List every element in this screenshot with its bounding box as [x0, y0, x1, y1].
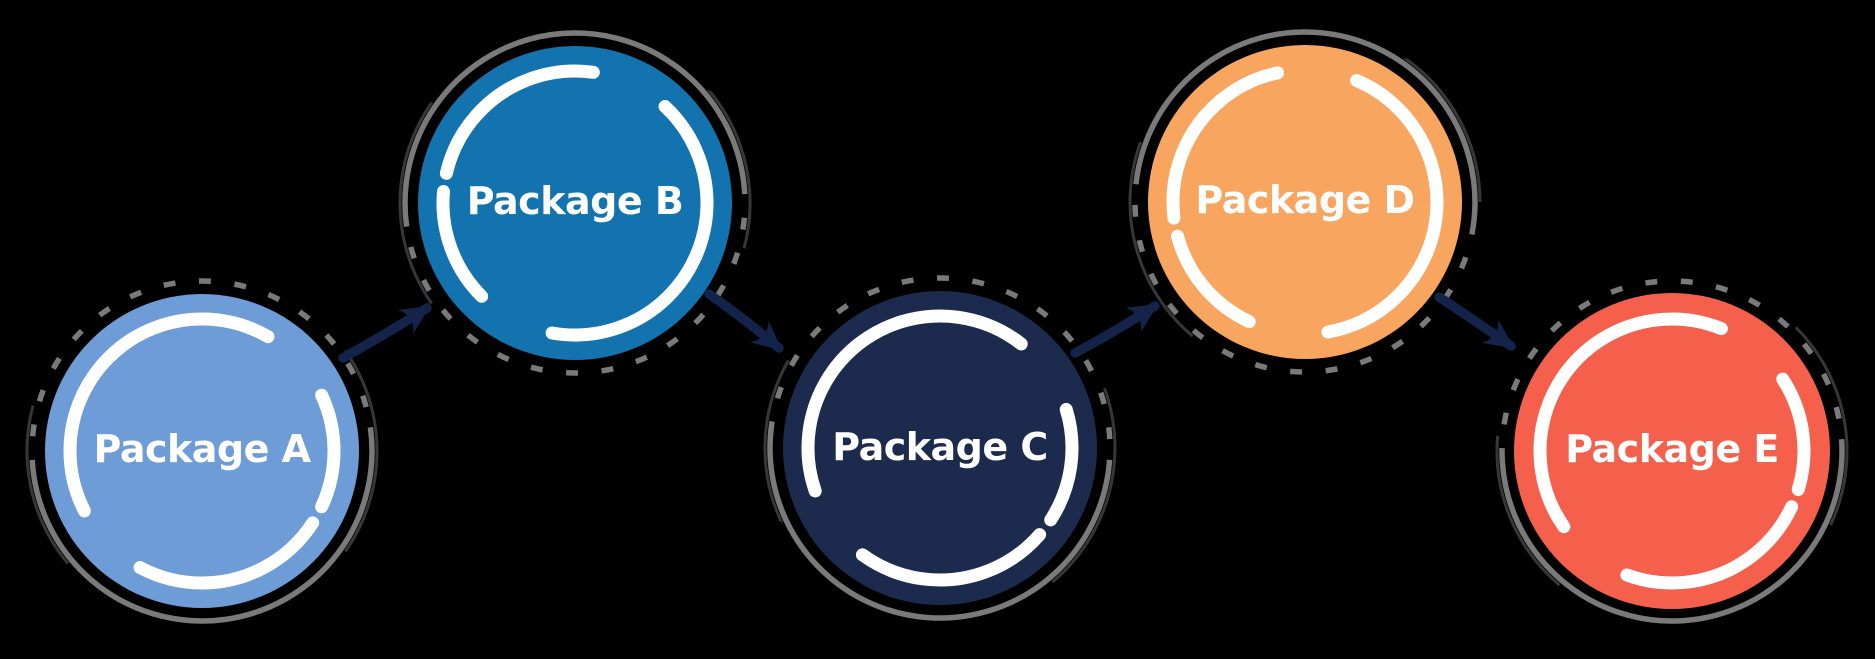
- inner-arc: [436, 64, 714, 342]
- sketch-ring: [1132, 29, 1478, 375]
- node-circle: [1514, 293, 1830, 609]
- inner-arc: [63, 312, 341, 590]
- sketch-ring: [402, 30, 748, 376]
- sketch-ring: [29, 278, 375, 624]
- node-circle: [783, 291, 1097, 605]
- node-package-b: Package B: [398, 26, 752, 380]
- inner-arc: [1166, 63, 1444, 341]
- node-label: Package D: [1195, 178, 1414, 222]
- node-package-e: Package E: [1495, 274, 1849, 628]
- arrow-d-to-e: [1434, 292, 1516, 351]
- sketch-ring: [767, 275, 1113, 621]
- node-circle: [418, 46, 732, 360]
- sketch-ring-echo: [1128, 25, 1482, 379]
- inner-arc: [801, 309, 1079, 587]
- sketch-ring-echo: [398, 26, 752, 380]
- node-circle: [1148, 45, 1462, 359]
- inner-arc: [1533, 312, 1811, 590]
- node-label: Package E: [1565, 427, 1779, 471]
- node-label: Package B: [467, 179, 684, 223]
- node-label: Package A: [93, 427, 311, 471]
- sketch-ring: [1499, 278, 1845, 624]
- node-circle: [45, 294, 359, 608]
- sketch-ring-echo: [763, 271, 1117, 625]
- arrow-a-to-b: [338, 303, 432, 363]
- node-package-d: Package D: [1128, 25, 1482, 379]
- node-package-c: Package C: [763, 271, 1117, 625]
- arrow-b-to-c: [704, 289, 784, 353]
- node-label: Package C: [832, 425, 1048, 469]
- arrow-c-to-d: [1070, 301, 1160, 358]
- node-package-a: Package A: [25, 274, 379, 628]
